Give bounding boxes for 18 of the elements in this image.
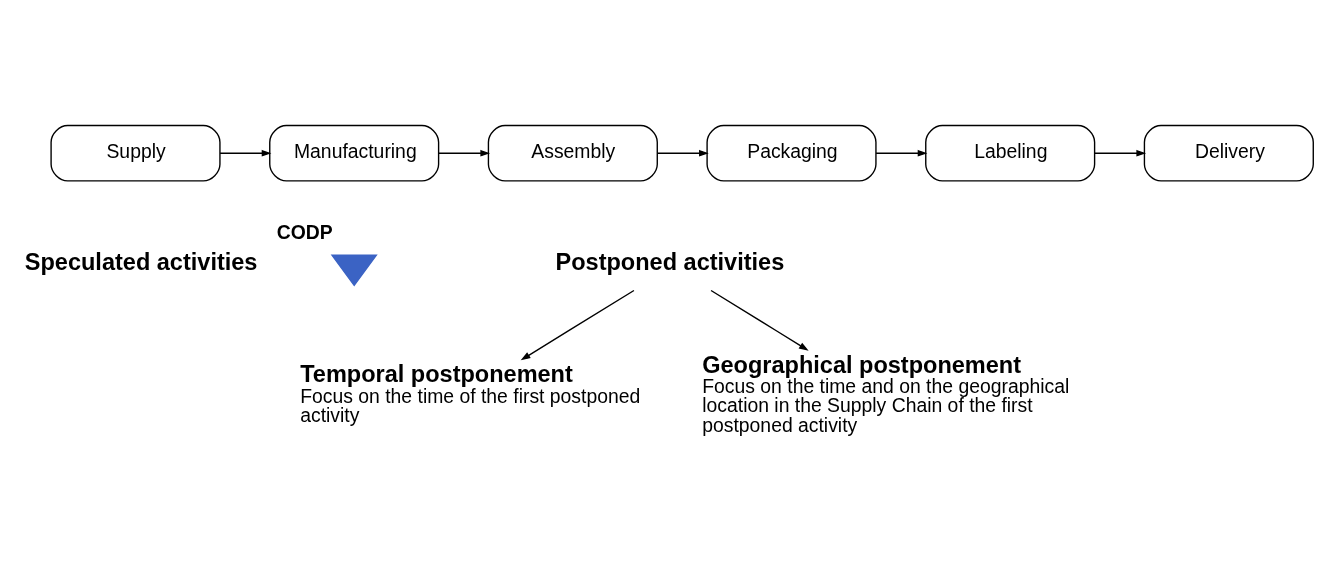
- node-box: Delivery: [1143, 124, 1314, 182]
- node-box: Labeling: [925, 124, 1096, 182]
- node-box: Packaging: [706, 124, 877, 182]
- node-label: CODP: [276, 220, 333, 243]
- arrow: [438, 149, 491, 157]
- node-text: Temporal postponement Focus on the time of the first postponed activity: [300, 361, 641, 426]
- node-box: Manufacturing: [269, 124, 440, 182]
- arrow: [219, 149, 272, 157]
- arrow: [520, 289, 635, 361]
- node-box: Supply: [50, 124, 221, 182]
- label: Speculated activities: [24, 248, 258, 275]
- arrow: [656, 149, 709, 157]
- node-text: Postponed activities: [555, 248, 785, 275]
- arrow: [710, 289, 809, 351]
- arrow: [1094, 149, 1147, 157]
- node-text: Geographical postponement Focus on the time and on the geographical location in the Supply Chain of the first postponed activity: [702, 351, 1070, 436]
- arrow: [875, 149, 928, 157]
- node-box: Assembly: [487, 124, 658, 182]
